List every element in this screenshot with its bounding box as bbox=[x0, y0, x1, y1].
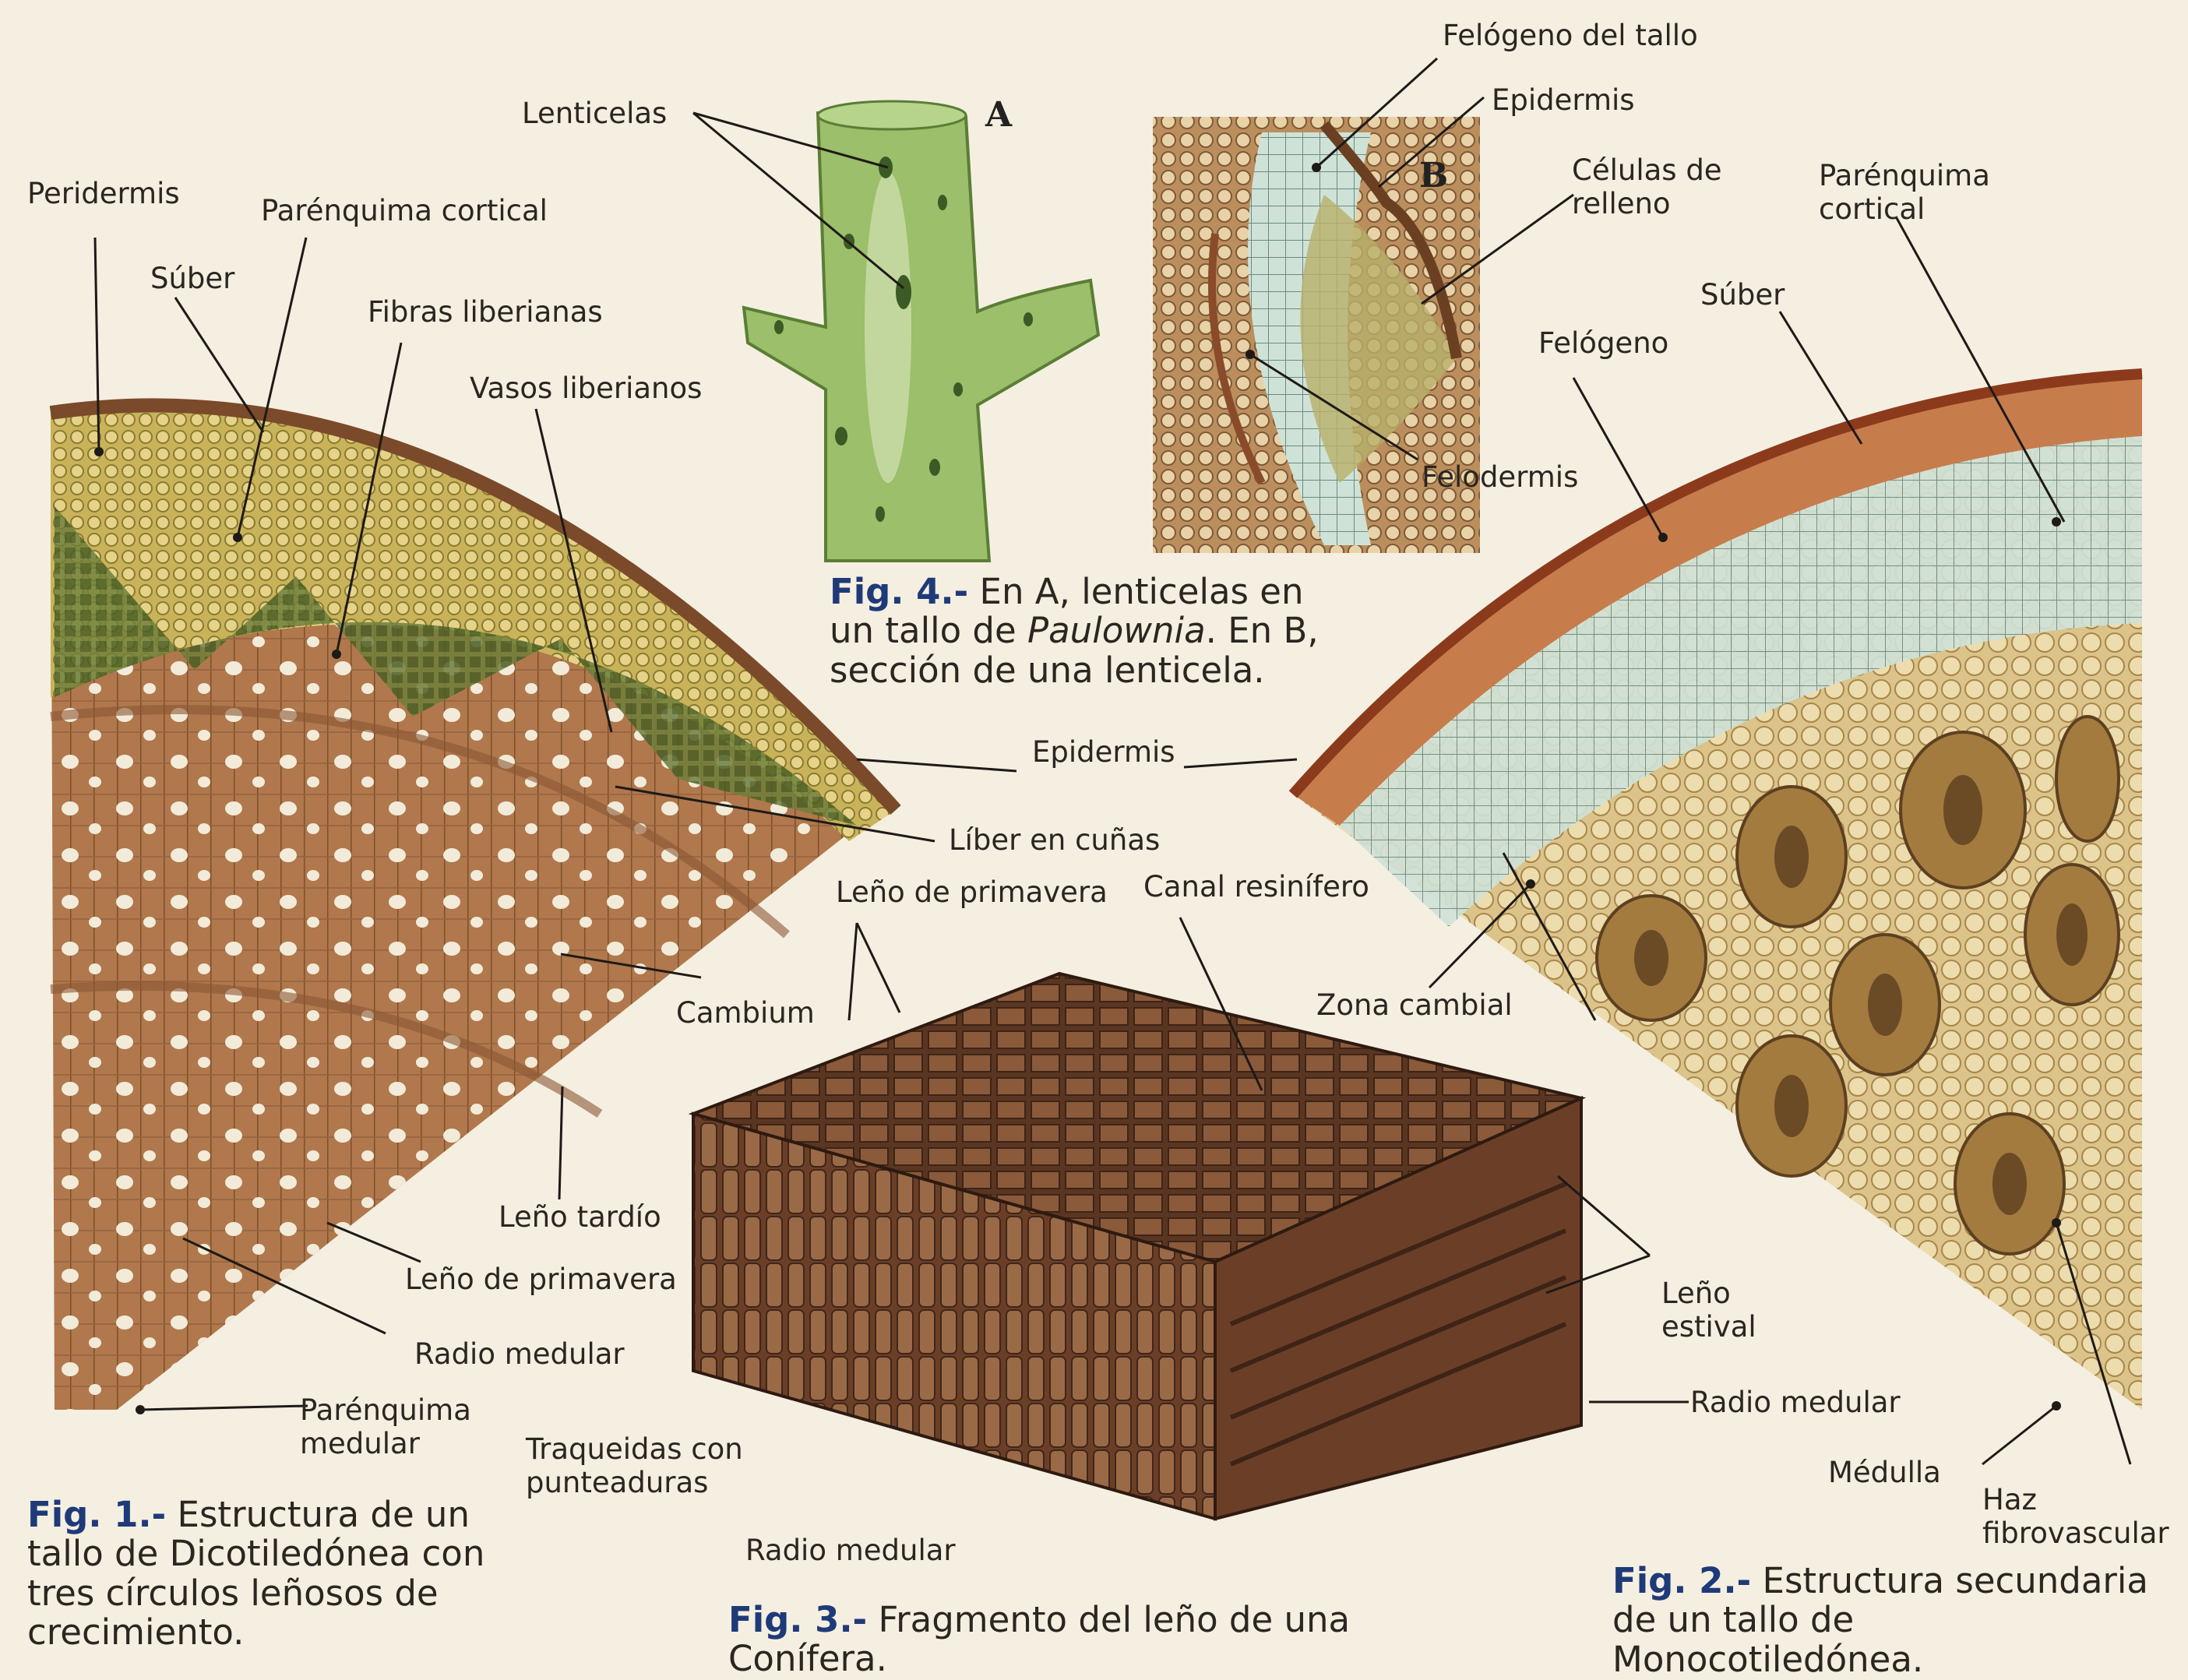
label-parenquima-cortical-1: Parénquima cortical bbox=[261, 195, 548, 228]
label-leno-tardio: Leño tardío bbox=[499, 1201, 661, 1234]
label-vasos-liberianos: Vasos liberianos bbox=[470, 372, 702, 406]
fig4a-illustration bbox=[744, 101, 1098, 561]
caption-fig4-label: Fig. 4.- bbox=[830, 571, 968, 612]
label-medulla: Médulla bbox=[1828, 1456, 1941, 1490]
label-felogeno-tallo: Felógeno del tallo bbox=[1443, 19, 1698, 53]
label-celulas-relleno: Células de relleno bbox=[1572, 154, 1751, 220]
caption-fig2: Fig. 2.- Estructura secundaria de un tal… bbox=[1612, 1562, 2173, 1679]
label-lenticelas: Lenticelas bbox=[522, 97, 667, 131]
caption-fig3-label: Fig. 3.- bbox=[728, 1599, 867, 1640]
letter-b: B bbox=[1419, 156, 1448, 195]
label-leno-primavera-1: Leño de primavera bbox=[405, 1263, 677, 1297]
label-radio-medular-3b: Radio medular bbox=[745, 1534, 956, 1568]
caption-fig1-label: Fig. 1.- bbox=[27, 1494, 166, 1535]
label-haz-fibrovascular: Haz fibrovascular bbox=[1982, 1484, 2177, 1550]
caption-fig1: Fig. 1.- Estructura de un tallo de Dicot… bbox=[27, 1495, 518, 1653]
label-felodermis: Felodermis bbox=[1422, 461, 1578, 495]
label-zona-cambial: Zona cambial bbox=[1316, 989, 1513, 1023]
label-liber-cunas: Líber en cuñas bbox=[949, 824, 1160, 858]
label-epidermis-center: Epidermis bbox=[1032, 736, 1175, 770]
label-parenquima-medular: Parénquima medular bbox=[300, 1394, 487, 1460]
label-radio-medular-3a: Radio medular bbox=[1690, 1386, 1901, 1420]
label-suber-1: Súber bbox=[150, 262, 234, 296]
label-suber-2: Súber bbox=[1700, 279, 1785, 312]
label-parenquima-cortical-2: Parénquima cortical bbox=[1819, 160, 2006, 226]
label-fibras-liberianas: Fibras liberianas bbox=[368, 296, 603, 329]
label-radio-medular-1: Radio medular bbox=[414, 1338, 625, 1372]
label-leno-estival: Leño estival bbox=[1661, 1277, 1763, 1344]
label-canal-resinifero: Canal resinífero bbox=[1143, 871, 1369, 904]
label-leno-primavera-3: Leño de primavera bbox=[836, 876, 1108, 910]
label-peridermis: Peridermis bbox=[27, 178, 180, 211]
letter-a: A bbox=[985, 95, 1012, 135]
caption-fig4: Fig. 4.- En A, lenticelas en un tallo de… bbox=[830, 572, 1344, 690]
caption-fig4-italic: Paulownia bbox=[1027, 610, 1206, 651]
fig3-illustration bbox=[693, 974, 1581, 1519]
caption-fig3: Fig. 3.- Fragmento del leño de una Coníf… bbox=[728, 1601, 1492, 1679]
label-cambium: Cambium bbox=[676, 997, 815, 1030]
caption-fig2-label: Fig. 2.- bbox=[1612, 1560, 1751, 1601]
label-felogeno: Felógeno bbox=[1538, 327, 1668, 361]
label-epidermis-4: Epidermis bbox=[1492, 84, 1635, 118]
label-traqueidas: Traqueidas con punteaduras bbox=[526, 1433, 759, 1499]
